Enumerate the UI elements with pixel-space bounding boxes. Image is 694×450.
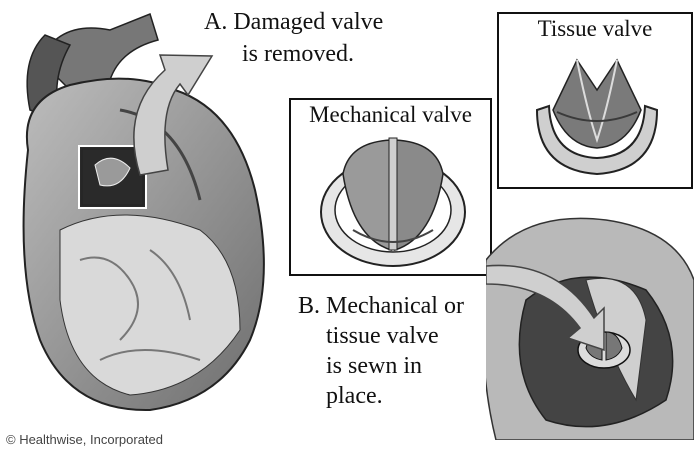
copyright-credit: © Healthwise, Incorporated	[6, 432, 163, 447]
sewn-valve-illustration	[486, 200, 694, 440]
step-b-line-3: is sewn in	[326, 352, 422, 380]
tissue-valve-box: Tissue valve	[497, 12, 693, 189]
mechanical-valve-illustration	[313, 134, 473, 274]
step-b-line-4: place.	[326, 382, 383, 410]
step-a-letter: A.	[204, 9, 227, 35]
step-b-line-1: Mechanical or	[326, 293, 464, 319]
tissue-valve-title: Tissue valve	[499, 16, 691, 42]
step-b-letter: B.	[298, 293, 320, 319]
step-a-line-2: is removed.	[242, 40, 354, 68]
step-b-line-2: tissue valve	[326, 322, 439, 350]
mechanical-valve-box: Mechanical valve	[289, 98, 492, 276]
step-a-line-1: Damaged valve	[233, 9, 383, 35]
mechanical-valve-title: Mechanical valve	[291, 102, 490, 128]
tissue-valve-illustration	[517, 50, 677, 188]
